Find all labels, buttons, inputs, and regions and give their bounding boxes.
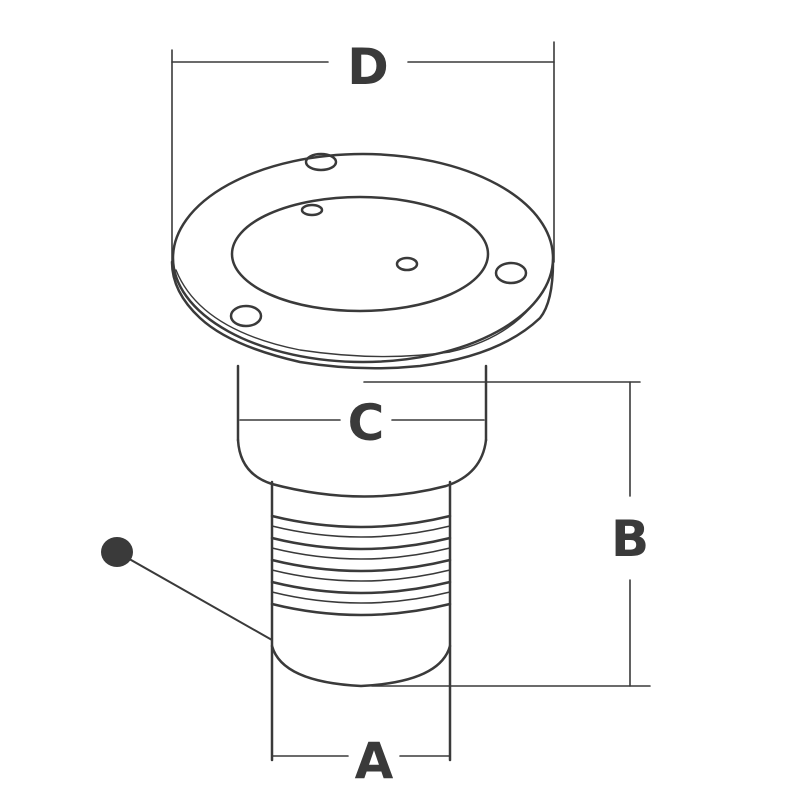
dimension-d <box>171 41 555 263</box>
flange-screw-hole-1 <box>304 152 338 172</box>
thread-2 <box>270 536 452 551</box>
thread-3b <box>271 569 451 582</box>
flange-screw-hole-2 <box>494 261 528 285</box>
leader-line <box>123 555 273 641</box>
thread-2b <box>271 547 451 560</box>
cap-key-hole-1 <box>300 203 324 217</box>
cap-plate <box>230 195 490 313</box>
dimension-b <box>363 381 651 687</box>
flange-screw-hole-3 <box>229 304 263 328</box>
dimension-b-label: B <box>611 510 649 568</box>
thread-4b <box>271 591 451 604</box>
thread-5 <box>270 602 452 617</box>
neck <box>236 364 488 498</box>
dimension-a-label: A <box>355 732 394 790</box>
thread-3 <box>270 558 452 573</box>
tube-bottom <box>270 644 452 688</box>
leader-dot <box>101 537 133 567</box>
dimension-c-label: C <box>348 394 385 452</box>
thread-4 <box>270 580 452 595</box>
thread-1 <box>270 514 452 529</box>
dimension-d-label: D <box>347 38 389 96</box>
threaded-tube <box>270 480 452 762</box>
flange-top <box>171 152 555 364</box>
thread-1b <box>271 525 451 538</box>
flange <box>170 152 555 370</box>
callout-leader <box>101 537 273 641</box>
flange-shade <box>175 269 549 358</box>
cap-key-hole-2 <box>395 256 419 272</box>
neck-shoulder <box>236 438 488 498</box>
